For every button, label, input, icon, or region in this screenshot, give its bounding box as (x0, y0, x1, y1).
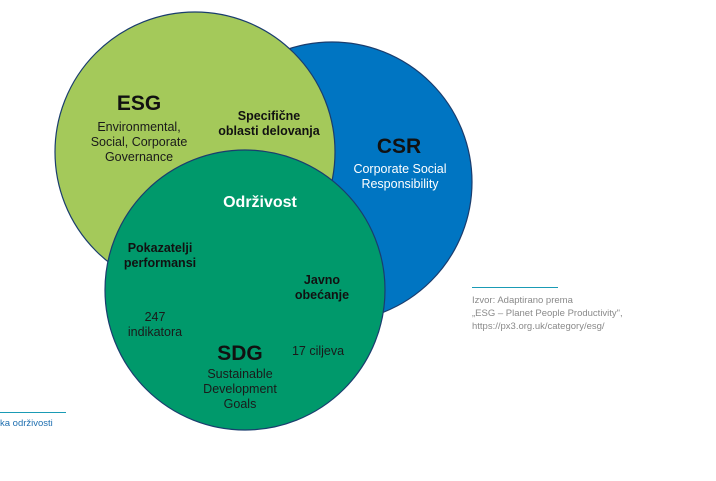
overlap-esg-csr-line-1: Specifične (238, 109, 301, 123)
footer-caption: ka održivosti (0, 418, 53, 429)
source-divider (472, 287, 558, 288)
source-line-3: https://px3.org.uk/category/esg/ (472, 321, 605, 332)
overlap-center: Održivost (223, 194, 297, 211)
esg-desc-line-3: Governance (105, 150, 173, 164)
overlap-csr-sdg-line-1: Javno (304, 273, 340, 287)
overlap-esg-sdg-line-2: performansi (124, 256, 196, 270)
source-note: Izvor: Adaptirano prema „ESG – Planet Pe… (472, 294, 712, 333)
sdg-desc-line-3: Goals (224, 397, 257, 411)
csr-desc-line-2: Responsibility (361, 177, 439, 191)
esg-desc-line-2: Social, Corporate (91, 135, 188, 149)
csr-desc-line-1: Corporate Social (353, 162, 446, 176)
esg-desc-line-1: Environmental, (97, 120, 180, 134)
overlap-esg-sdg-line-1: Pokazatelji (128, 241, 193, 255)
footer-divider (0, 412, 66, 413)
source-line-2: „ESG – Planet People Productivity", (472, 308, 623, 319)
sdg-goals: 17 ciljeva (292, 344, 344, 358)
overlap-esg-csr-line-2: oblasti delovanja (218, 124, 320, 138)
overlap-csr-sdg-line-2: obećanje (295, 288, 349, 302)
sdg-title: SDG (217, 342, 263, 365)
source-line-1: Izvor: Adaptirano prema (472, 295, 573, 306)
sdg-desc-line-2: Development (203, 382, 277, 396)
sdg-indicators-label: indikatora (128, 325, 182, 339)
csr-title: CSR (377, 135, 421, 158)
sdg-desc-line-1: Sustainable (207, 367, 272, 381)
sdg-indicators-count: 247 (145, 310, 166, 324)
esg-title: ESG (117, 92, 161, 115)
sdg-circle (104, 149, 386, 431)
